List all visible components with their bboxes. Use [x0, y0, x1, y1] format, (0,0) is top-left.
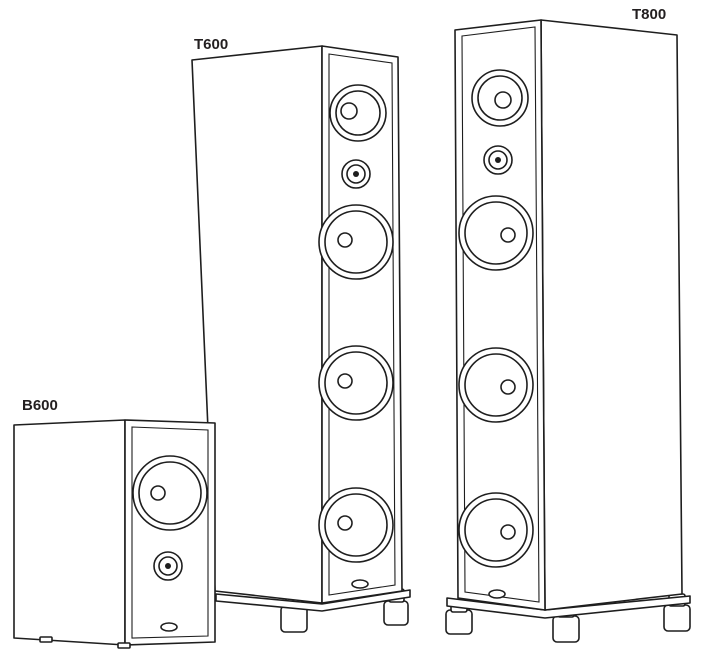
t800-speaker: [445, 19, 691, 643]
t800-tweeter: [483, 145, 513, 175]
t800-woofer: [458, 195, 534, 271]
b600-logo-badge: [160, 622, 178, 632]
t800-logo-badge: [488, 589, 506, 599]
b600-tweeter: [153, 551, 183, 581]
t800-side-panel: [540, 19, 683, 611]
t600-plinth: [215, 589, 411, 612]
t600-speaker: [191, 45, 411, 633]
t800-label: T800: [632, 6, 667, 23]
t600-woofer: [318, 345, 394, 421]
t600-tweeter: [341, 159, 371, 189]
b600-woofer: [132, 455, 208, 531]
b600-side-panel: [13, 419, 126, 646]
t800-woofer: [458, 347, 534, 423]
t800-front-baffle: [454, 19, 546, 611]
t600-midrange-driver: [329, 84, 387, 142]
t800-woofer: [458, 492, 534, 568]
b600-label: B600: [22, 397, 58, 414]
t600-label: T600: [194, 36, 229, 53]
b600-foot: [39, 636, 53, 643]
b600-speaker: [13, 419, 216, 649]
t600-woofer: [318, 487, 394, 563]
t600-logo-badge: [351, 579, 369, 589]
b600-front-baffle: [124, 419, 216, 646]
t800-midrange-driver: [471, 69, 529, 127]
t600-front-baffle: [321, 45, 403, 604]
b600-foot: [117, 642, 131, 649]
t600-woofer: [318, 204, 394, 280]
